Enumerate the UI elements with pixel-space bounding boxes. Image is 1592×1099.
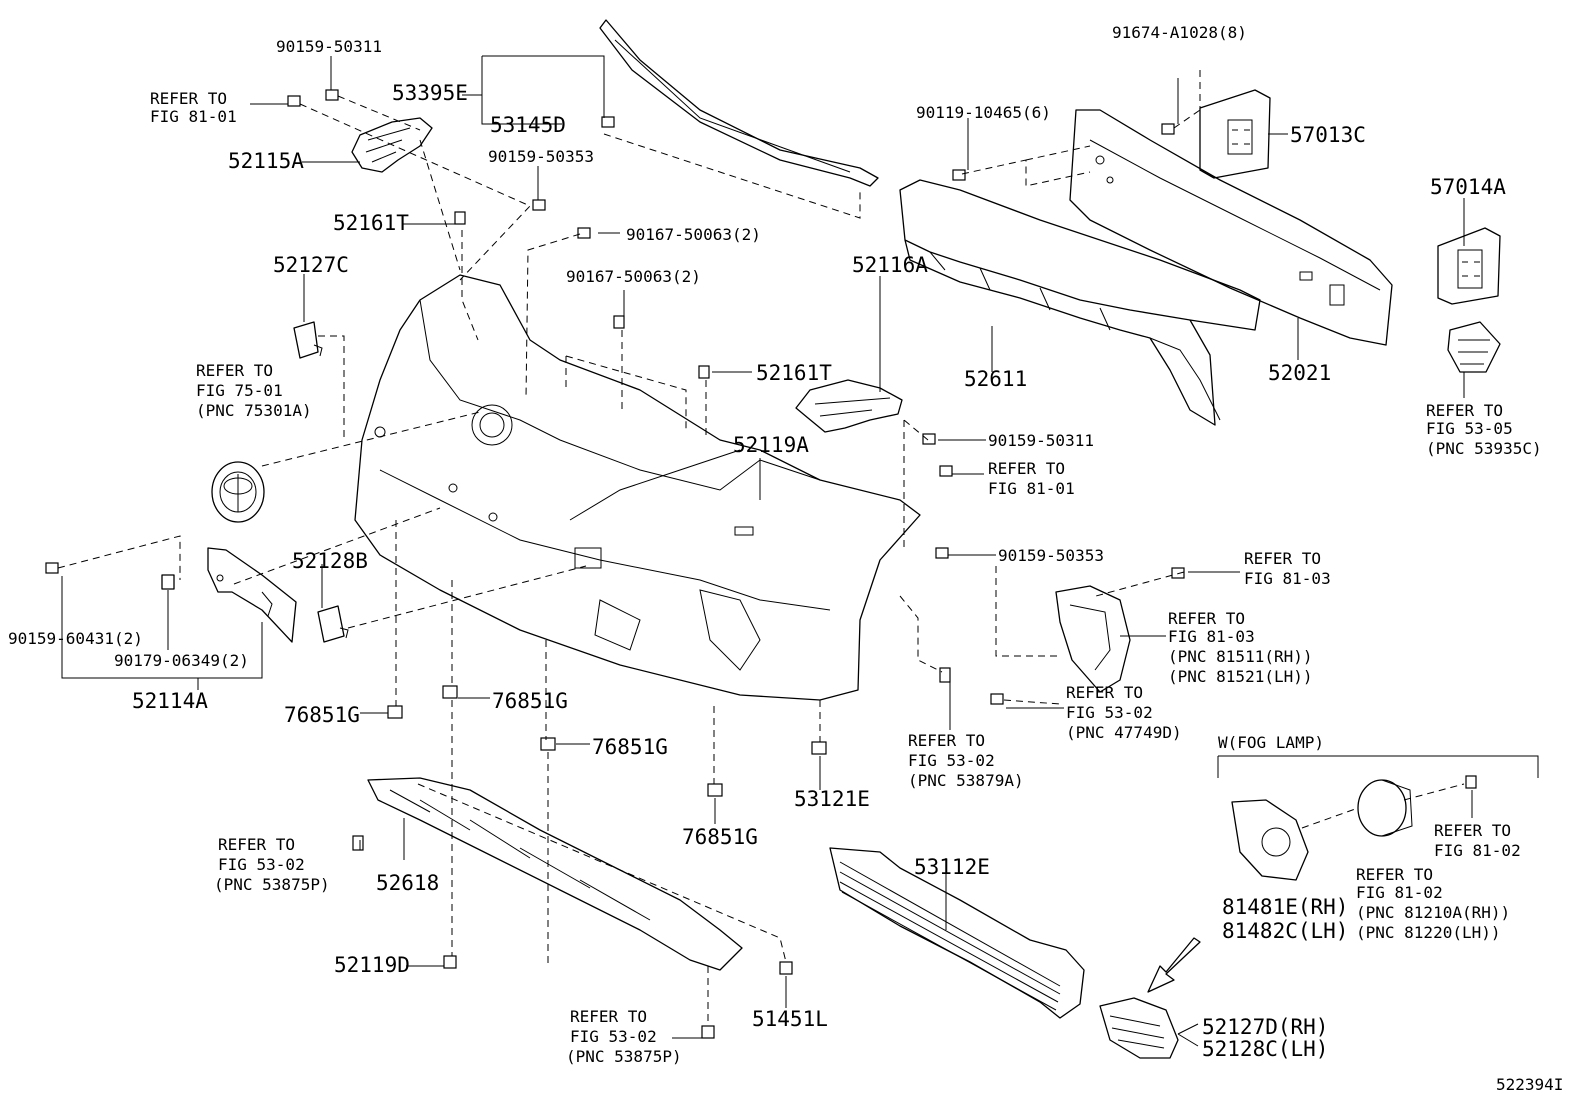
callout-52119a: 52119A [733, 433, 809, 457]
callout-52128b: 52128B [292, 549, 368, 573]
callout-51451l: 51451L [752, 1007, 828, 1031]
diagram-id: 522394I [1496, 1075, 1563, 1094]
callout-76851g-d: 76851G [682, 825, 758, 849]
refer-fig81-03-b: REFER TO FIG 81-03 (PNC 81511(RH)) (PNC … [1168, 609, 1322, 686]
callout-90167-50063-a: 90167-50063(2) [626, 225, 761, 244]
callout-52116a: 52116A [852, 253, 928, 277]
under-cover [367, 777, 743, 971]
callout-52128c: 52128C(LH) [1202, 1037, 1328, 1061]
reinforcement [1069, 109, 1393, 346]
callout-53112e: 53112E [914, 855, 990, 879]
refer-fig53-02-53879a: REFER TO FIG 53-02 (PNC 53879A) [908, 731, 1024, 790]
refer-fig81-02-a: REFER TO FIG 81-02 [1434, 821, 1521, 860]
refer-fig53-05: REFER TO FIG 53-05 (PNC 53935C) [1426, 401, 1542, 458]
license-bracket [161, 547, 297, 643]
bezel-lower [1099, 997, 1179, 1059]
callout-53121e: 53121E [794, 787, 870, 811]
callout-52115a: 52115A [228, 149, 304, 173]
fog-lamp-bracket-line [1217, 755, 1539, 778]
bracket-52115a [351, 117, 433, 173]
refer-fig75-01: REFER TO FIG 75-01 (PNC 75301A) [196, 361, 312, 420]
direction-arrow [1147, 937, 1201, 993]
cap-52128b [317, 605, 349, 643]
bracket-57013c [1199, 89, 1271, 179]
callout-76851g-a: 76851G [284, 703, 360, 727]
callout-53395e: 53395E [392, 81, 468, 105]
refer-fig53-02-47749d: REFER TO FIG 53-02 (PNC 47749D) [1066, 683, 1182, 742]
callout-90159-50311-top: 90159-50311 [276, 37, 382, 56]
callout-90159-50353-right: 90159-50353 [998, 546, 1104, 565]
callout-81482c: 81482C(LH) [1222, 919, 1348, 943]
refer-fig81-01-top: REFER TO FIG 81-01 [150, 89, 237, 126]
refer-fig81-01-mid: REFER TO FIG 81-01 [988, 459, 1075, 498]
callout-90119-10465: 90119-10465(6) [916, 103, 1051, 122]
emblem [211, 461, 265, 523]
energy-absorber [899, 179, 1261, 426]
callout-90159-50311-right: 90159-50311 [988, 431, 1094, 450]
refer-fig53-02-bottom: REFER TO FIG 53-02 (PNC 53875P) [566, 1007, 682, 1066]
callout-52127c: 52127C [273, 253, 349, 277]
callout-52161t-right: 52161T [756, 361, 832, 385]
callout-90159-60431: 90159-60431(2) [8, 629, 143, 648]
fog-lamp-group-label: W(FOG LAMP) [1218, 733, 1324, 752]
refer-fig81-02-b: REFER TO FIG 81-02 (PNC 81210A(RH)) (PNC… [1356, 865, 1520, 942]
callout-52161t-left: 52161T [333, 211, 409, 235]
callout-76851g-c: 76851G [592, 735, 668, 759]
fog-lamp-bezel [1231, 799, 1309, 881]
leader-lines [61, 55, 1473, 1047]
callout-91674-a1028: 91674-A1028(8) [1112, 23, 1247, 42]
lower-grille [829, 847, 1085, 1019]
bracket-57014a [1437, 227, 1501, 305]
refer-fig53-02-left: REFER TO FIG 53-02 (PNC 53875P) [214, 835, 330, 894]
callout-81481e: 81481E(RH) [1222, 895, 1348, 919]
callout-52114a: 52114A [132, 689, 208, 713]
callout-57013c: 57013C [1290, 123, 1366, 147]
callout-76851g-b: 76851G [492, 689, 568, 713]
fasteners [45, 89, 1477, 1039]
assembly-dashed-lines [57, 70, 1465, 1026]
upper-retainer-strip [599, 19, 879, 187]
callout-90179-06349: 90179-06349(2) [114, 651, 249, 670]
fog-lamp [1357, 779, 1413, 837]
bumper-cover [354, 274, 921, 701]
fog-lamp-cover [1055, 585, 1131, 693]
callout-52611: 52611 [964, 367, 1027, 391]
callout-53145d: 53145D [490, 113, 566, 137]
callout-90159-50353-top: 90159-50353 [488, 147, 594, 166]
refer-fig81-03-a: REFER TO FIG 81-03 [1244, 549, 1331, 588]
callout-52021: 52021 [1268, 361, 1331, 385]
callout-52127d: 52127D(RH) [1202, 1015, 1328, 1039]
callout-90167-50063-b: 90167-50063(2) [566, 267, 701, 286]
callout-52618: 52618 [376, 871, 439, 895]
callout-57014a: 57014A [1430, 175, 1506, 199]
clip-53935c [1447, 321, 1501, 373]
callout-52119d: 52119D [334, 953, 410, 977]
cap-52127c [293, 321, 323, 359]
bracket-52116a [795, 379, 903, 433]
